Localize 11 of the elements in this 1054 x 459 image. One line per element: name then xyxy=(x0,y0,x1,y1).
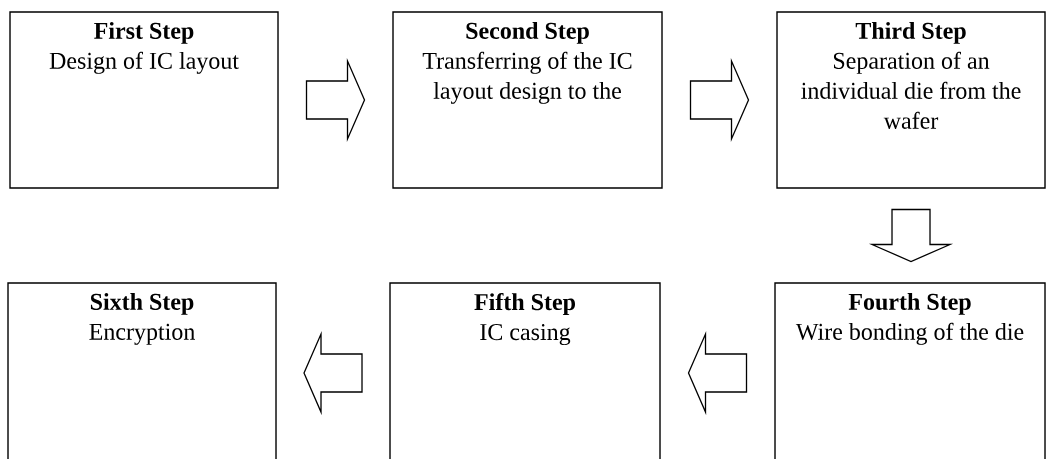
step-box: Fifth Step IC casing xyxy=(389,282,661,459)
step-box: Fourth Step Wire bonding of the die xyxy=(774,282,1046,459)
step-box: Sixth Step Encryption xyxy=(7,282,277,459)
block-arrow xyxy=(305,57,366,143)
block-arrow xyxy=(689,57,750,143)
step-box: Third Step Separation of an individual die from the wafer xyxy=(776,11,1046,189)
block-arrow xyxy=(687,330,748,416)
step-box: Second Step Transferring of the IC layout design to the xyxy=(392,11,663,189)
block-arrow xyxy=(868,208,954,263)
block-arrow xyxy=(303,330,363,416)
step-box: First Step Design of IC layout xyxy=(9,11,279,189)
